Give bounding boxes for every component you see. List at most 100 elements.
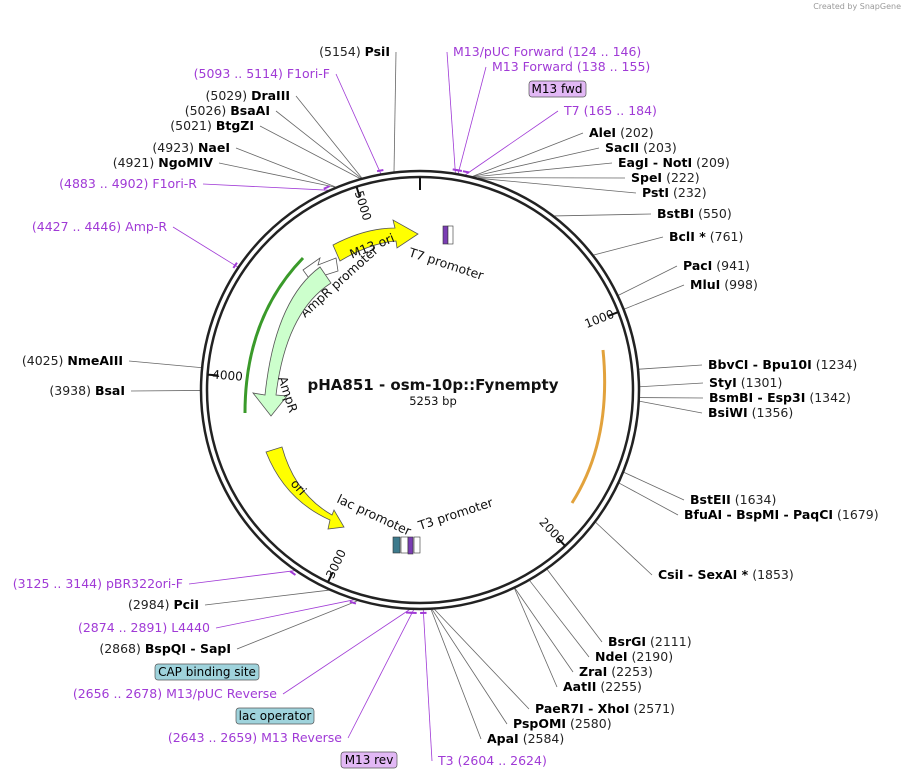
- enzyme-label[interactable]: SacII (203): [605, 140, 677, 155]
- lac-region-glyphs: [392, 536, 421, 555]
- site-name: - NotI: [649, 155, 693, 170]
- site-name: PciI: [173, 597, 199, 612]
- site-position: (232): [669, 185, 707, 200]
- primer-label[interactable]: (4427 .. 4446) Amp-R: [32, 219, 167, 234]
- site-name: - BspMI: [722, 507, 779, 522]
- primer-label[interactable]: M13/pUC Forward (124 .. 146): [453, 44, 641, 59]
- primer-label[interactable]: (5093 .. 5114) F1ori-F: [194, 66, 330, 81]
- enzyme-label[interactable]: PstI (232): [642, 185, 707, 200]
- primer-label[interactable]: M13 Forward (138 .. 155): [492, 59, 650, 74]
- enzyme-label[interactable]: ZraI (2253): [579, 664, 653, 679]
- site-name: BbvCI: [708, 357, 748, 372]
- site-name: pBR322ori-F: [106, 576, 183, 591]
- leader-line: [624, 284, 685, 310]
- enzyme-label[interactable]: BstEII (1634): [690, 492, 776, 507]
- enzyme-label[interactable]: (4921) NgoMIV: [113, 155, 214, 170]
- leader-line: [529, 580, 590, 658]
- enzyme-label[interactable]: BstBI (550): [657, 206, 732, 221]
- site-position: (2255): [596, 679, 642, 694]
- enzyme-label[interactable]: BsrGI (2111): [608, 634, 692, 649]
- enzyme-label[interactable]: AleI (202): [589, 125, 654, 140]
- enzyme-label[interactable]: CsiI - SexAI * (1853): [658, 567, 794, 582]
- site-position: (4923): [152, 140, 198, 155]
- enzyme-label[interactable]: (5154) PsiI: [319, 44, 390, 59]
- enzyme-label[interactable]: PaeR7I - XhoI (2571): [535, 701, 675, 716]
- primer-label[interactable]: T7 (165 .. 184): [563, 103, 657, 118]
- enzyme-label[interactable]: BbvCI - Bpu10I (1234): [708, 357, 857, 372]
- enzyme-label[interactable]: BclI * (761): [669, 229, 743, 244]
- enzyme-label[interactable]: AatII (2255): [563, 679, 642, 694]
- enzyme-label[interactable]: PacI (941): [683, 258, 750, 273]
- primer-label[interactable]: (3125 .. 3144) pBR322ori-F: [13, 576, 183, 591]
- site-position: (3125 .. 3144): [13, 576, 106, 591]
- site-name: StyI: [709, 375, 737, 390]
- m13-fwd-box[interactable]: M13 fwd: [532, 82, 583, 96]
- leader-line: [514, 588, 558, 688]
- site-position: (138 .. 155): [573, 59, 650, 74]
- site-name: T3: [437, 753, 454, 768]
- enzyme-label[interactable]: (3938) BsaI: [49, 383, 125, 398]
- site-name: M13/pUC Reverse: [166, 686, 277, 701]
- site-position: (1634): [731, 492, 777, 507]
- leader-line: [595, 522, 653, 576]
- leader-line: [446, 51, 456, 173]
- enzyme-label[interactable]: NdeI (2190): [595, 649, 673, 664]
- site-name: - SapI: [186, 641, 231, 656]
- m13-rev-box[interactable]: M13 rev: [345, 753, 394, 767]
- enzyme-label[interactable]: (5026) BsaAI: [185, 103, 270, 118]
- site-position: (761): [706, 229, 744, 244]
- primer-label[interactable]: T3 (2604 .. 2624): [437, 753, 547, 768]
- snapgene-credit: Created by SnapGene: [813, 2, 901, 11]
- lac-operator-box[interactable]: lac operator: [239, 709, 312, 723]
- site-position: (3938): [49, 383, 95, 398]
- site-name: - PaqCI: [779, 507, 833, 522]
- enzyme-label[interactable]: SpeI (222): [631, 170, 700, 185]
- site-labels: (5154) PsiI (5093 .. 5114) F1ori-F (5029) …: [13, 44, 879, 768]
- enzyme-label[interactable]: (5029) DraIII: [206, 88, 290, 103]
- site-name: PstI: [642, 185, 669, 200]
- leader-line: [259, 125, 360, 179]
- primer-label[interactable]: (2643 .. 2659) M13 Reverse: [168, 730, 342, 745]
- leader-line: [554, 213, 652, 217]
- site-position: (2984): [128, 597, 174, 612]
- enzyme-label[interactable]: MluI (998): [690, 277, 758, 292]
- feature-ampr-arrow[interactable]: [252, 266, 332, 417]
- site-position: (2111): [646, 634, 692, 649]
- site-name: BtgZI: [216, 118, 254, 133]
- enzyme-label[interactable]: BsiWI (1356): [708, 405, 793, 420]
- site-position: (4427 .. 4446): [32, 219, 125, 234]
- feature-ori-arrow[interactable]: [265, 446, 345, 530]
- enzyme-label[interactable]: ApaI (2584): [487, 731, 564, 746]
- site-position: (2656 .. 2678): [73, 686, 166, 701]
- primer-marker: [232, 262, 238, 269]
- site-position: (124 .. 146): [564, 44, 641, 59]
- site-name: SpeI: [631, 170, 662, 185]
- tick-label: 1000: [583, 307, 617, 331]
- enzyme-label[interactable]: BsmBI - Esp3I (1342): [709, 390, 851, 405]
- feature-m13-ori-arrow[interactable]: [332, 219, 419, 262]
- leader-line: [639, 400, 703, 414]
- cap-binding-site-box[interactable]: CAP binding site: [158, 665, 256, 679]
- leader-line: [282, 609, 410, 695]
- site-position: (2580): [566, 716, 612, 731]
- enzyme-label[interactable]: StyI (1301): [709, 375, 782, 390]
- leader-line: [202, 183, 328, 191]
- leader-line: [218, 162, 335, 188]
- enzyme-label[interactable]: EagI - NotI (209): [618, 155, 730, 170]
- enzyme-label[interactable]: BfuAI - BspMI - PaqCI (1679): [684, 507, 879, 522]
- primer-label[interactable]: (2656 .. 2678) M13/pUC Reverse: [73, 686, 277, 701]
- site-name: ZraI: [579, 664, 607, 679]
- enzyme-label[interactable]: (4923) NaeI: [152, 140, 230, 155]
- enzyme-label[interactable]: (2984) PciI: [128, 597, 199, 612]
- enzyme-label[interactable]: PspOMI (2580): [513, 716, 612, 731]
- leader-line: [295, 95, 363, 179]
- site-position: (5026): [185, 103, 231, 118]
- site-position: (209): [692, 155, 730, 170]
- primer-label[interactable]: (4883 .. 4902) F1ori-R: [59, 176, 197, 191]
- primer-label[interactable]: (2874 .. 2891) L4440: [78, 620, 210, 635]
- enzyme-label[interactable]: (5021) BtgZI: [170, 118, 254, 133]
- site-name: - Esp3I: [753, 390, 805, 405]
- leader-line: [422, 609, 433, 762]
- enzyme-label[interactable]: (4025) NmeAIII: [22, 353, 123, 368]
- enzyme-label[interactable]: (2868) BspQI - SapI: [99, 641, 231, 656]
